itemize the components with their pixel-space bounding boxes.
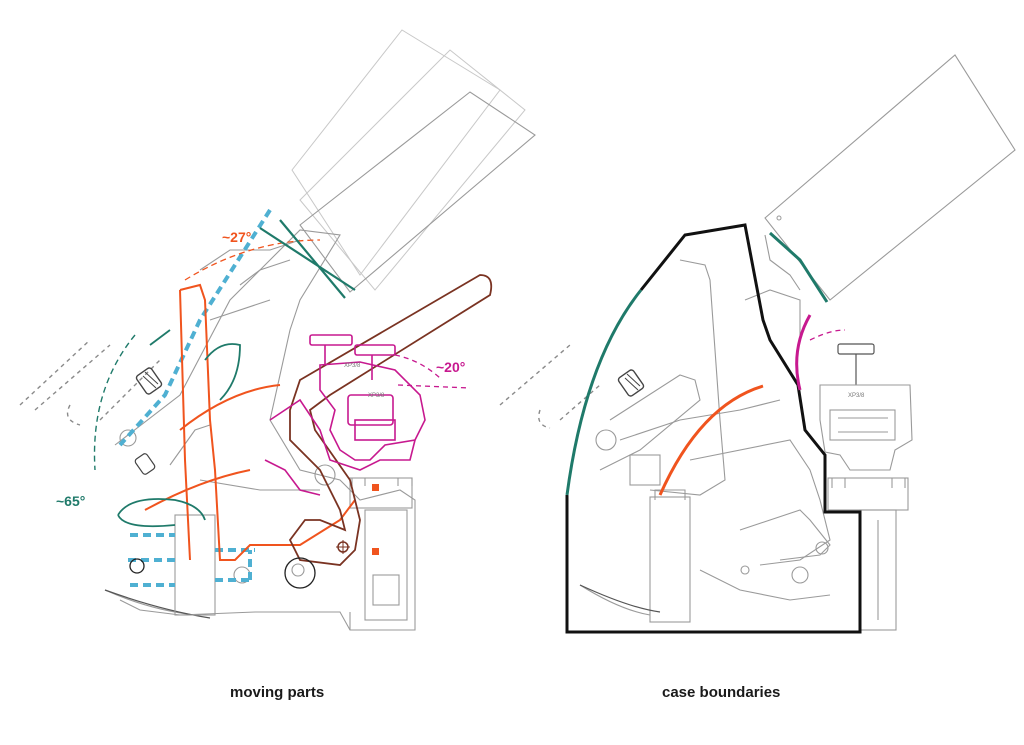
print-label: XP3/8 xyxy=(848,393,865,399)
boundary-black xyxy=(565,223,862,634)
blue-dashed-travel xyxy=(118,208,272,587)
latch-assembly xyxy=(819,343,913,631)
ghost-arm-dashed xyxy=(499,344,601,429)
mechanism-outline xyxy=(104,229,416,631)
orange-marker xyxy=(372,548,379,555)
boundary-teal-top xyxy=(768,231,829,303)
caption-moving-parts: moving parts xyxy=(230,684,324,701)
boundary-teal xyxy=(565,289,643,496)
boundary-magenta-arc xyxy=(809,329,846,341)
panel-case-boundaries: XP3/8 case boundaries xyxy=(499,54,1016,701)
brown-lever xyxy=(288,274,493,566)
screen-ghosts xyxy=(291,29,536,293)
teal-curves xyxy=(117,329,241,528)
orange-marker xyxy=(372,484,379,491)
panel-moving-parts: XP3/8 XP3/8 ~27° ~20° ~65° moving parts xyxy=(19,29,536,701)
mechanism-outline xyxy=(579,234,831,623)
knob-icon xyxy=(617,369,645,397)
black-pivot-circles xyxy=(129,557,316,589)
magenta-latch xyxy=(264,334,426,496)
boundary-magenta xyxy=(795,314,812,391)
angle-label: ~20° xyxy=(436,359,465,375)
ghost-arm-dashed xyxy=(19,339,161,426)
print-label: XP3/8 xyxy=(368,393,385,399)
orange-angle-arc xyxy=(184,239,321,281)
knob-icon xyxy=(134,367,163,475)
magenta-angle-arc xyxy=(394,354,471,389)
teal-screen-hinge xyxy=(259,219,356,299)
angle-label: ~27° xyxy=(222,229,251,245)
orange-linkage xyxy=(144,283,356,561)
angle-label: ~65° xyxy=(56,493,85,509)
print-label: XP3/8 xyxy=(344,363,361,369)
boundary-orange xyxy=(658,384,764,496)
caption-case-boundaries: case boundaries xyxy=(662,684,780,701)
teal-angle-arc xyxy=(93,334,136,471)
